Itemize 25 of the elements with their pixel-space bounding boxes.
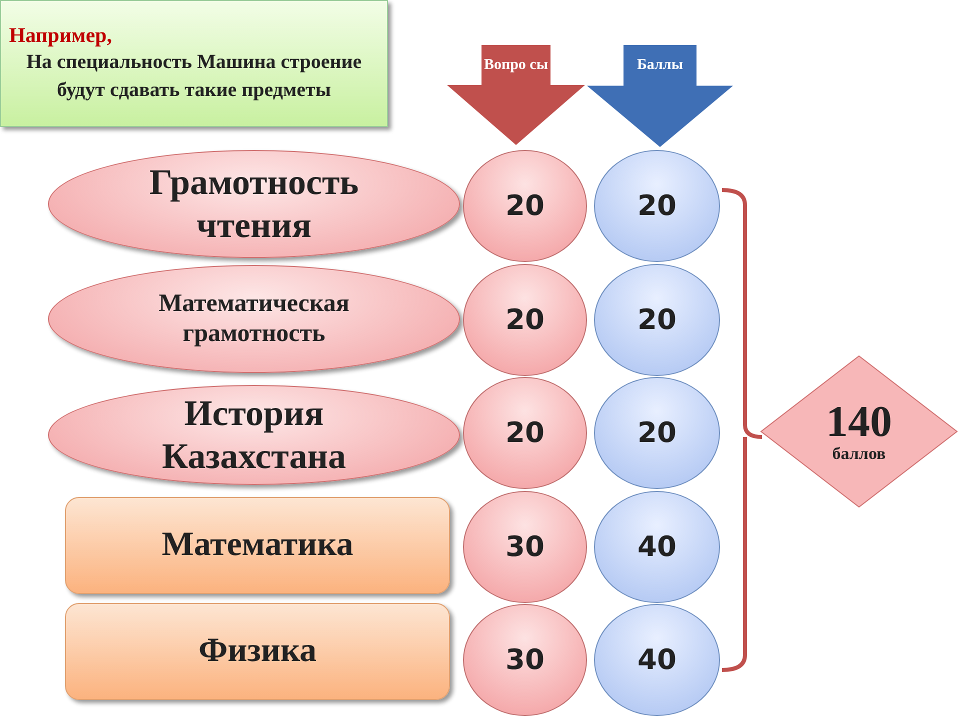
header-text: Баллы [636, 57, 684, 74]
note-text: На специальность Машина строение будут сдавать такие предметы [25, 50, 363, 103]
value-circle: 30 [463, 604, 587, 716]
subject-ellipse: История Казахстана [48, 385, 460, 485]
value-circle: 20 [463, 264, 587, 376]
column-header-banner [587, 45, 733, 147]
subject-ellipse: Математическая грамотность [48, 265, 460, 373]
value-circle: 20 [594, 150, 720, 262]
value-circle: 20 [594, 264, 720, 376]
value-circle: 20 [463, 150, 587, 262]
value-circle: 40 [594, 604, 720, 716]
value-circle: 20 [463, 377, 587, 489]
note-card [0, 0, 388, 127]
total-diamond [760, 355, 958, 508]
total-value: 140 [826, 400, 892, 444]
heading: Например, [9, 23, 113, 48]
subject-ellipse: Грамотность чтения [48, 150, 460, 258]
header-text: Вопро сы [482, 57, 550, 74]
value-circle: 40 [594, 491, 720, 603]
subject-box: Математика [65, 497, 450, 594]
value-circle: 20 [594, 377, 720, 489]
total-unit: баллов [832, 444, 886, 464]
subject-box: Физика [65, 603, 450, 700]
value-circle: 30 [463, 491, 587, 603]
column-header-banner [447, 45, 585, 145]
